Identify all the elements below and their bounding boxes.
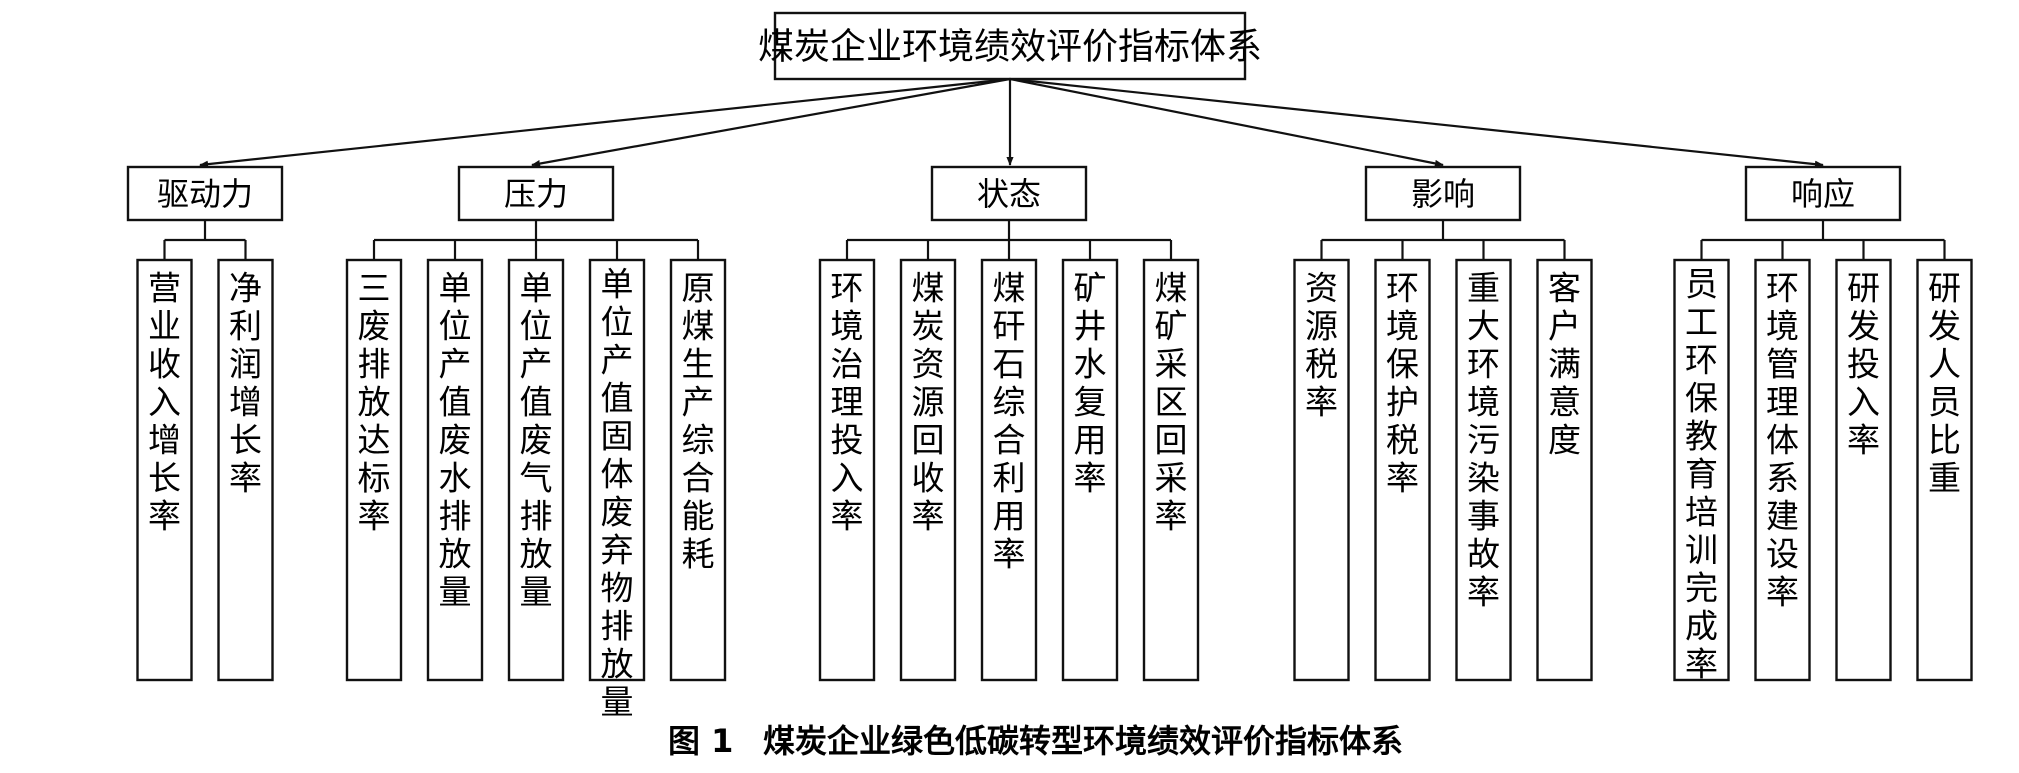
indicator-label: 单位产值废水排放量 [439, 269, 472, 612]
indicator-box [426, 258, 484, 682]
indicator-box [980, 258, 1038, 682]
indicator-label: 矿井水复用率 [1074, 269, 1107, 498]
indicator-box [1754, 258, 1811, 682]
indicator-node: 客户满意度 [1536, 258, 1593, 682]
indicator-node: 单位产值废水排放量 [426, 258, 484, 682]
figure-caption: 图 1 煤炭企业绿色低碳转型环境绩效评价指标体系 [668, 722, 1403, 760]
indicator-node: 研发投入率 [1835, 258, 1892, 682]
indicator-box [1374, 258, 1431, 682]
indicator-node: 环境保护税率 [1374, 258, 1431, 682]
indicator-node: 原煤生产综合能耗 [669, 258, 727, 682]
indicator-label: 营业收入增长率 [148, 269, 181, 536]
indicator-label: 单位产值固体废弃物排放量 [601, 265, 634, 722]
category-node-1: 驱动力 [126, 165, 284, 222]
indicator-node: 员工环保教育培训完成率 [1673, 258, 1730, 684]
indicator-box [818, 258, 876, 682]
indicator-boxes: 营业收入增长率 净利润增长率 三废排放达标率 单位产值废水排放量 单位产值废气排放量 单位… [136, 258, 1973, 722]
indicator-box [1142, 258, 1200, 682]
category-label: 影响 [1411, 175, 1475, 213]
category-label: 压力 [504, 175, 568, 213]
indicator-node: 环境治理投入率 [818, 258, 876, 682]
indicator-box [1673, 258, 1730, 682]
indicator-label: 煤矿采区回采率 [1155, 269, 1188, 536]
arrow-to-category-5 [1009, 77, 1824, 168]
indicator-box [669, 258, 727, 682]
indicator-box [1835, 258, 1892, 682]
indicator-box [136, 258, 193, 682]
indicator-label: 原煤生产综合能耗 [682, 269, 715, 574]
indicator-label: 资源税率 [1305, 269, 1338, 422]
indicator-node: 资源税率 [1293, 258, 1350, 682]
category-node-2: 压力 [457, 165, 615, 222]
indicator-label: 员工环保教育培训完成率 [1685, 265, 1718, 684]
arrow-to-category-2 [531, 77, 1011, 168]
root-label: 煤炭企业环境绩效评价指标体系 [758, 27, 1262, 68]
indicator-node: 矿井水复用率 [1061, 258, 1119, 682]
category-label: 状态 [977, 175, 1041, 213]
caption-number: 图 1 [668, 722, 733, 760]
indicator-node: 重大环境污染事故率 [1455, 258, 1512, 682]
indicator-label: 环境管理体系建设率 [1766, 269, 1799, 612]
category-node-4: 影响 [1364, 165, 1522, 222]
indicator-box [1916, 258, 1973, 682]
indicator-node: 三废排放达标率 [345, 258, 403, 682]
arrow-to-category-4 [1009, 77, 1444, 167]
indicator-box [217, 258, 274, 682]
indicator-connectors [163, 220, 1946, 260]
indicator-label: 重大环境污染事故率 [1467, 269, 1500, 612]
indicator-label: 环境保护税率 [1386, 269, 1419, 498]
indicator-label: 客户满意度 [1548, 269, 1581, 460]
indicator-label: 研发人员比重 [1928, 269, 1961, 498]
indicator-node: 研发人员比重 [1916, 258, 1973, 682]
indicator-label: 研发投入率 [1847, 269, 1880, 460]
indicator-node: 单位产值废气排放量 [507, 258, 565, 682]
indicator-box [1293, 258, 1350, 682]
indicator-box [899, 258, 957, 682]
indicator-box [345, 258, 403, 682]
root-node: 煤炭企业环境绩效评价指标体系 [758, 11, 1262, 81]
arrow-to-category-1 [199, 77, 1011, 168]
indicator-box [1061, 258, 1119, 682]
indicator-node: 单位产值固体废弃物排放量 [588, 258, 646, 722]
category-label: 驱动力 [157, 175, 253, 213]
indicator-node: 煤矸石综合利用率 [980, 258, 1038, 682]
indicator-label: 煤炭资源回收率 [912, 269, 945, 536]
indicator-node: 煤炭资源回收率 [899, 258, 957, 682]
indicator-node: 煤矿采区回采率 [1142, 258, 1200, 682]
indicator-box [1536, 258, 1593, 682]
indicator-label: 环境治理投入率 [831, 269, 864, 536]
indicator-label: 煤矸石综合利用率 [993, 269, 1026, 574]
indicator-box [1455, 258, 1512, 682]
indicator-node: 营业收入增长率 [136, 258, 193, 682]
indicator-box [507, 258, 565, 682]
indicator-node: 净利润增长率 [217, 258, 274, 682]
category-label: 响应 [1791, 175, 1855, 213]
caption-title: 煤炭企业绿色低碳转型环境绩效评价指标体系 [763, 722, 1403, 760]
indicator-label: 三废排放达标率 [358, 269, 391, 536]
category-arrows [199, 77, 1824, 168]
category-node-3: 状态 [930, 165, 1088, 222]
indicator-box [588, 258, 646, 682]
category-node-5: 响应 [1744, 165, 1902, 222]
indicator-label: 单位产值废气排放量 [520, 269, 553, 612]
indicator-label: 净利润增长率 [229, 269, 262, 498]
indicator-node: 环境管理体系建设率 [1754, 258, 1811, 682]
